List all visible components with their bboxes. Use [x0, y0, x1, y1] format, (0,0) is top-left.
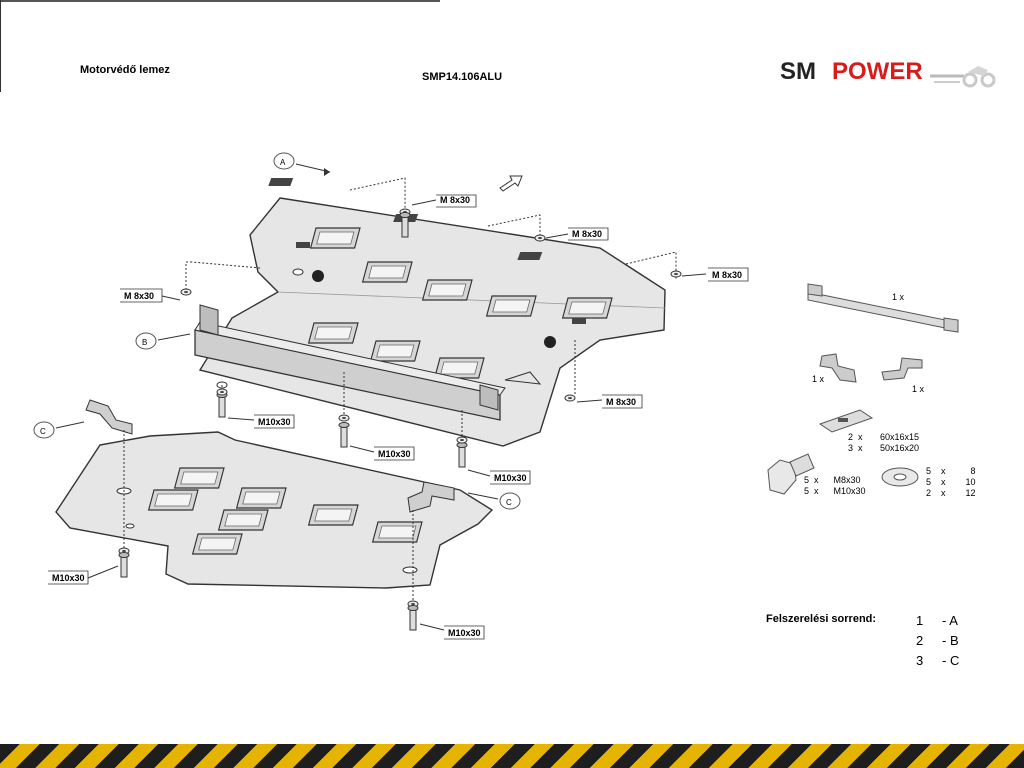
left-border-line: [0, 0, 1, 92]
bolt-label-m8-4: M 8x30: [120, 288, 181, 303]
cross-rail: [194, 304, 506, 421]
bolt-label-m10-1: M10x30: [227, 414, 295, 429]
bolt-label-m10-3: M10x30: [467, 469, 531, 485]
callout-b: B: [135, 332, 191, 350]
smpower-logo: SM POWER: [780, 58, 1000, 92]
svg-text:C: C: [40, 427, 46, 436]
logo-text-power: POWER: [832, 58, 923, 85]
bracket-c-right: [407, 481, 455, 513]
svg-text:A: A: [280, 158, 286, 167]
svg-text:5 x 10: 5 x 10: [926, 477, 976, 487]
svg-text:M10x30: M10x30: [494, 473, 527, 483]
svg-text:M10x30: M10x30: [378, 449, 411, 459]
svg-text:1 x: 1 x: [812, 374, 825, 384]
svg-text:1 x: 1 x: [892, 292, 905, 302]
svg-text:5 x M10x30: 5 x M10x30: [804, 486, 866, 496]
sequence-row-1: 1 - A: [916, 613, 958, 628]
parts-bracket-right: 1 x: [881, 357, 925, 394]
top-border-line: [0, 0, 440, 2]
sequence-row-2: 2 - B: [916, 633, 959, 648]
svg-text:M 8x30: M 8x30: [440, 195, 470, 205]
hazard-stripe-footer: [0, 744, 1024, 768]
bolt-label-m10-2: M10x30: [349, 445, 415, 461]
bolt-label-m10-5: M10x30: [419, 623, 485, 640]
parts-rail: 1 x: [807, 283, 959, 333]
svg-text:2 x 12: 2 x 12: [926, 488, 976, 498]
svg-text:M10x30: M10x30: [258, 417, 291, 427]
bolt-label-m8-5: M 8x30: [576, 394, 643, 409]
motorcycle-icon: [930, 66, 996, 88]
svg-text:1 x: 1 x: [912, 384, 925, 394]
parts-bolt: 5 x M8x30 5 x M10x30: [767, 453, 866, 496]
sequence-letter: - A: [942, 613, 958, 628]
svg-text:2 x 60x16x15: 2 x 60x16x15: [848, 432, 919, 442]
svg-text:M 8x30: M 8x30: [712, 270, 742, 280]
document-title: Motorvédő lemez: [80, 64, 170, 76]
svg-text:M 8x30: M 8x30: [124, 291, 154, 301]
part-number: SMP14.106ALU: [422, 71, 503, 83]
direction-arrow-icon: [499, 175, 523, 192]
svg-text:3 x 50x16x20: 3 x 50x16x20: [848, 443, 919, 453]
sequence-number: 2: [916, 633, 924, 648]
callout-c-left: C: [33, 421, 85, 439]
parts-plate: 2 x 60x16x15 3 x 50x16x20: [818, 409, 919, 453]
upper-skid-plate: [198, 197, 666, 447]
bolt-label-m10-4: M10x30: [48, 565, 119, 585]
bolt-label-m8-1: M 8x30: [411, 194, 477, 208]
bolt-label-m8-2: M 8x30: [545, 227, 609, 241]
sequence-number: 1: [916, 613, 924, 628]
bracket-c-left: [85, 399, 133, 435]
sequence-row-3: 3 - C: [916, 653, 959, 668]
svg-text:C: C: [506, 498, 512, 507]
callout-c-right: C: [467, 492, 521, 510]
sequence-letter: - B: [942, 633, 959, 648]
sequence-number: 3: [916, 653, 924, 668]
callout-a: A: [273, 152, 331, 176]
logo-text-sm: SM: [780, 58, 816, 85]
sequence-letter: - C: [942, 653, 960, 668]
bolt-label-m8-3: M 8x30: [681, 267, 749, 282]
svg-text:M 8x30: M 8x30: [606, 397, 636, 407]
svg-text:5 x M8x30: 5 x M8x30: [804, 475, 861, 485]
svg-text:M10x30: M10x30: [52, 573, 85, 583]
parts-washer: 5 x 8 5 x 10 2 x 12: [881, 466, 976, 498]
sequence-title: Felszerelési sorrend:: [766, 613, 877, 625]
svg-text:5 x 8: 5 x 8: [926, 466, 976, 476]
parts-bracket-left: 1 x: [812, 353, 857, 384]
svg-text:B: B: [142, 338, 147, 347]
svg-text:M 8x30: M 8x30: [572, 229, 602, 239]
svg-text:M10x30: M10x30: [448, 628, 481, 638]
